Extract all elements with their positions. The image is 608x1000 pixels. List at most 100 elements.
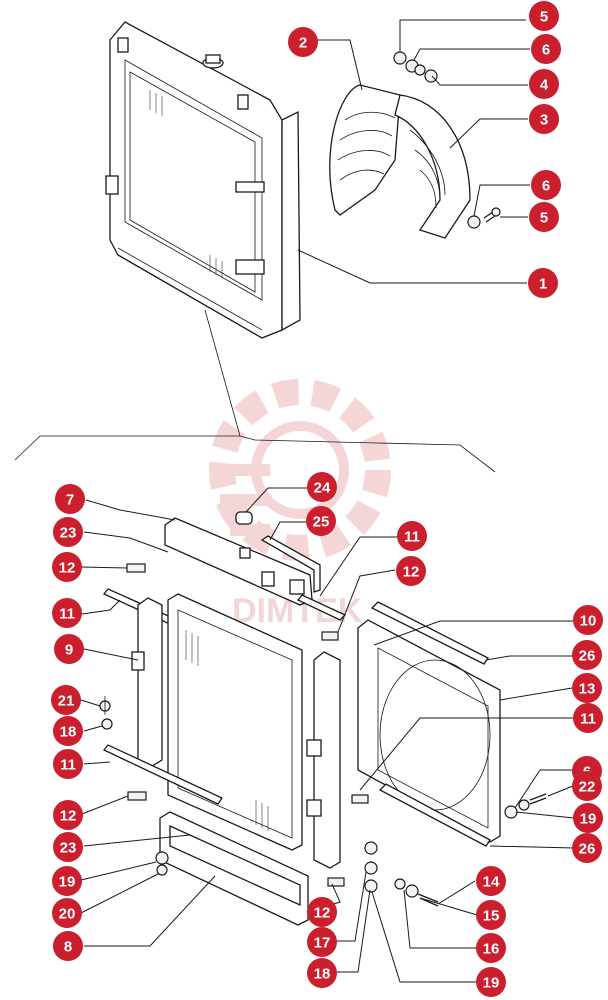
callout-20: 20 [52,898,82,928]
callout-label: 23 [60,840,77,857]
section-divider [14,309,496,473]
callout-10: 10 [573,605,603,635]
callout-bubble [572,640,602,670]
callout-bubble [572,673,602,703]
callout-bubble [53,716,83,746]
callout-label: 18 [60,724,77,741]
callout-label: 11 [59,606,75,623]
callout-label: 11 [404,529,420,546]
callout-18: 18 [53,716,83,746]
callout-label: 8 [64,939,72,956]
callout-label: 24 [314,480,331,497]
callout-12: 12 [307,897,337,927]
callout-label: 17 [314,935,331,952]
callout-bubble [52,552,82,582]
fan-shroud [329,84,471,239]
callout-25: 25 [306,506,336,536]
callout-bubble [572,833,602,863]
callout-bubble [573,703,603,733]
callout-bubble [52,898,82,928]
callout-16: 16 [476,933,506,963]
callout-6: 6 [531,34,561,64]
callout-label: 9 [65,642,73,659]
callout-label: 11 [580,711,596,728]
callout-bubble [55,484,85,514]
callout-bubble [573,803,603,833]
callout-bubble [476,967,506,997]
callout-19: 19 [573,803,603,833]
callout-bubble [52,598,82,628]
callout-5: 5 [529,1,559,31]
callout-label: 3 [540,112,548,129]
callout-bubble [529,104,559,134]
callout-3: 3 [529,104,559,134]
callout-11: 11 [53,749,83,779]
callout-layer: 5642365124725231112121191026131121181162… [51,1,603,997]
callout-8: 8 [53,931,83,961]
callout-6: 6 [531,170,561,200]
callout-label: 26 [579,648,596,665]
callout-label: 12 [314,905,331,922]
callout-bubble [396,556,426,586]
callout-22: 22 [572,771,602,801]
callout-21: 21 [51,685,81,715]
callout-label: 4 [540,77,549,94]
callout-1: 1 [528,268,558,298]
callout-label: 19 [580,811,597,828]
watermark-gear-icon [209,379,391,561]
callout-label: 18 [314,966,331,983]
callout-label: 19 [483,975,500,992]
callout-label: 5 [540,210,548,227]
callout-11: 11 [52,598,82,628]
callout-26: 26 [572,833,602,863]
callout-bubble [476,900,506,930]
callout-9: 9 [54,634,84,664]
callout-bubble [52,866,82,896]
callout-11: 11 [573,703,603,733]
callout-bubble [476,866,506,896]
callout-label: 1 [539,276,547,293]
callout-bubble [531,34,561,64]
callout-7: 7 [55,484,85,514]
radiator-assembly [105,21,301,339]
callout-label: 7 [66,492,74,509]
callout-label: 12 [60,808,77,825]
callout-label: 20 [59,906,76,923]
callout-24: 24 [307,472,337,502]
callout-19: 19 [476,967,506,997]
callout-label: 14 [483,874,500,891]
callout-label: 19 [59,874,76,891]
callout-12: 12 [52,552,82,582]
callout-label: 15 [483,908,500,925]
callout-5: 5 [529,202,559,232]
callout-bubble [531,170,561,200]
callout-label: 23 [60,525,77,542]
callout-19: 19 [52,866,82,896]
callout-11: 11 [397,521,427,551]
callout-label: 2 [299,35,307,52]
callout-bubble [307,927,337,957]
callout-label: 6 [542,42,550,59]
callout-bubble [529,1,559,31]
callout-2: 2 [288,27,318,57]
callout-12: 12 [53,800,83,830]
callout-bubble [307,958,337,988]
callout-bubble [53,749,83,779]
callout-bubble [53,931,83,961]
callout-12: 12 [396,556,426,586]
callout-bubble [53,832,83,862]
callout-bubble [307,472,337,502]
callout-bubble [572,771,602,801]
callout-23: 23 [53,517,83,547]
callout-label: 22 [579,779,596,796]
callout-label: 12 [59,560,76,577]
callout-15: 15 [476,900,506,930]
callout-label: 26 [579,841,596,858]
callout-14: 14 [476,866,506,896]
callout-26: 26 [572,640,602,670]
callout-label: 16 [483,941,500,958]
callout-label: 12 [403,564,420,581]
callout-label: 11 [60,757,76,774]
callout-23: 23 [53,832,83,862]
